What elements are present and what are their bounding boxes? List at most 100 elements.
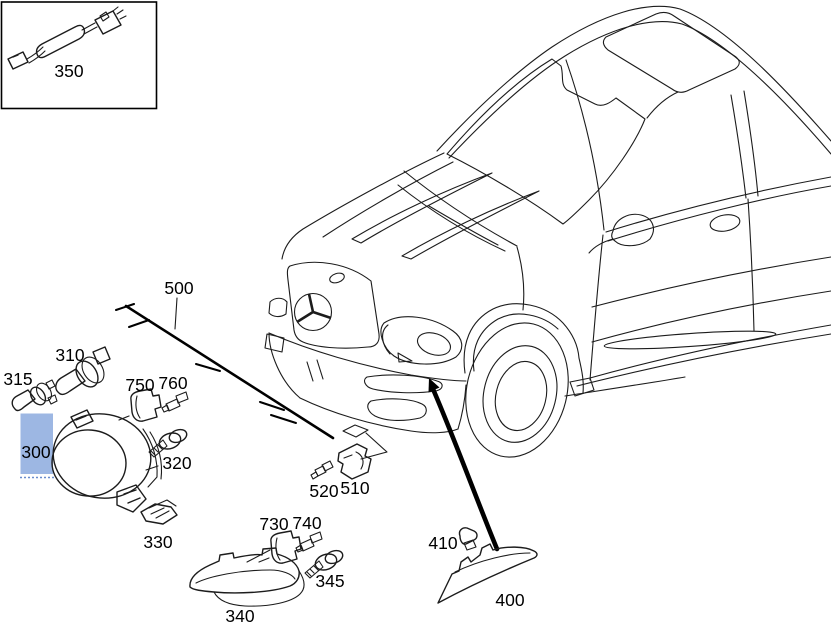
wheel-rim-inner [494, 360, 548, 432]
fog-lamp-bottom-tab [116, 484, 147, 513]
part-bulb-410 [458, 527, 478, 551]
callout-350[interactable]: 350 [54, 61, 83, 81]
door-window-front-edge [565, 59, 605, 231]
bulb-410-glass [458, 527, 478, 545]
cable-connector-left [7, 51, 29, 70]
clip-750-inner [135, 395, 141, 419]
rivet-740-tip [295, 544, 304, 553]
callout-330[interactable]: 330 [143, 532, 172, 552]
callout-760[interactable]: 760 [158, 373, 187, 393]
screw-345-shaft [304, 560, 324, 579]
headlamp-lens [416, 332, 452, 356]
fog-lamp-top-tab [70, 409, 94, 429]
bulb-310-glass [55, 368, 86, 396]
door-lower-line [591, 290, 831, 343]
screw-345-head [324, 549, 344, 565]
fender-crease [516, 246, 525, 311]
door-character-line [591, 256, 831, 308]
beltline [605, 176, 831, 233]
screw-320-washer [158, 432, 182, 450]
callout-340[interactable]: 340 [225, 606, 254, 625]
selected-part-highlight[interactable] [20, 413, 54, 475]
cable-tube [35, 24, 86, 59]
callout-310[interactable]: 310 [55, 345, 84, 365]
leader-line-510 [360, 432, 388, 460]
door-handle [709, 214, 741, 232]
far-a-pillar [646, 91, 679, 119]
callout-320[interactable]: 320 [162, 453, 191, 473]
part-rivet-520 [310, 460, 334, 480]
bumper-reflector [264, 333, 285, 353]
bumper-bottom-edge [299, 397, 459, 434]
screw-345-washer [314, 553, 338, 571]
part-rivet-740 [295, 531, 323, 553]
bulb-315-glass [11, 389, 36, 412]
fog-lamp-bracket [142, 428, 163, 488]
callout-510[interactable]: 510 [340, 478, 369, 498]
bulb-310-connector [92, 346, 111, 365]
b-pillar-rear [743, 90, 759, 197]
part-bracket-510 [337, 443, 372, 480]
callout-300[interactable]: 300 [21, 442, 50, 462]
callout-740[interactable]: 740 [292, 513, 321, 533]
part-cable-350 [7, 6, 127, 70]
b-pillar-front [730, 94, 747, 199]
callout-315[interactable]: 315 [3, 369, 32, 389]
headlamp [380, 316, 463, 365]
part-bulb-315 [11, 379, 58, 412]
cable-wire-left [26, 46, 46, 64]
bulb-310-base-ring-2 [81, 356, 105, 384]
bracket-510-body [337, 443, 372, 480]
cable-wire-right [81, 22, 98, 35]
clip-330-body [140, 503, 178, 525]
headlamp-corner [397, 352, 413, 363]
callout-750[interactable]: 750 [125, 375, 154, 395]
bulb-310-base-ring-1 [75, 360, 99, 388]
bulb-315-holder-2 [35, 382, 53, 402]
headlamp-inner-line [382, 324, 391, 355]
location-arrow-shaft [430, 386, 500, 552]
part-bulb-310 [55, 346, 111, 396]
harness-branch-2 [195, 363, 221, 372]
part-fog-lamp-300 [51, 409, 163, 513]
part-clip-730 [258, 530, 302, 564]
mirror-arm [588, 238, 614, 254]
callout-730[interactable]: 730 [259, 514, 288, 534]
callout-345[interactable]: 345 [315, 571, 344, 591]
rivet-520-tip [310, 471, 319, 480]
sill-molding [603, 330, 777, 350]
callout-410[interactable]: 410 [428, 533, 457, 553]
callout-520[interactable]: 520 [309, 481, 338, 501]
housing-340-inner-line [195, 569, 296, 584]
harness-stub [115, 303, 135, 311]
callout-500[interactable]: 500 [164, 278, 193, 298]
hood-badge [329, 272, 345, 284]
cable-connector-pins [112, 6, 127, 20]
clip-730-leader [258, 557, 270, 563]
housing-340-leader [246, 549, 271, 563]
bulb-410-base [463, 539, 477, 551]
bulb-315-tab-1 [45, 379, 56, 390]
jack-point [569, 377, 595, 397]
part-clip-330 [140, 499, 178, 525]
bumper-left-edge [268, 332, 301, 399]
screw-320-shaft [148, 439, 168, 458]
grille [286, 261, 380, 349]
wheel-arch-inner [472, 313, 559, 372]
roof-outline [436, 5, 831, 152]
clip-750-body [130, 388, 162, 422]
bulb-315-holder-1 [29, 386, 47, 406]
bumper-step-lines [306, 359, 324, 382]
rivet-760-tip [161, 404, 170, 413]
harness-main-line [124, 304, 335, 440]
clip-750-leader [118, 415, 130, 421]
bumper-air-intake [367, 398, 427, 421]
wheel-rim [482, 345, 558, 443]
hood-crease-1 [351, 172, 493, 244]
inset-box-border [0, 1, 158, 110]
cowl-line-2 [397, 184, 506, 252]
part-screw-345 [304, 549, 344, 579]
left-lamp-sliver [268, 297, 288, 318]
hood-crease-2 [401, 190, 540, 260]
callout-400[interactable]: 400 [495, 590, 524, 610]
